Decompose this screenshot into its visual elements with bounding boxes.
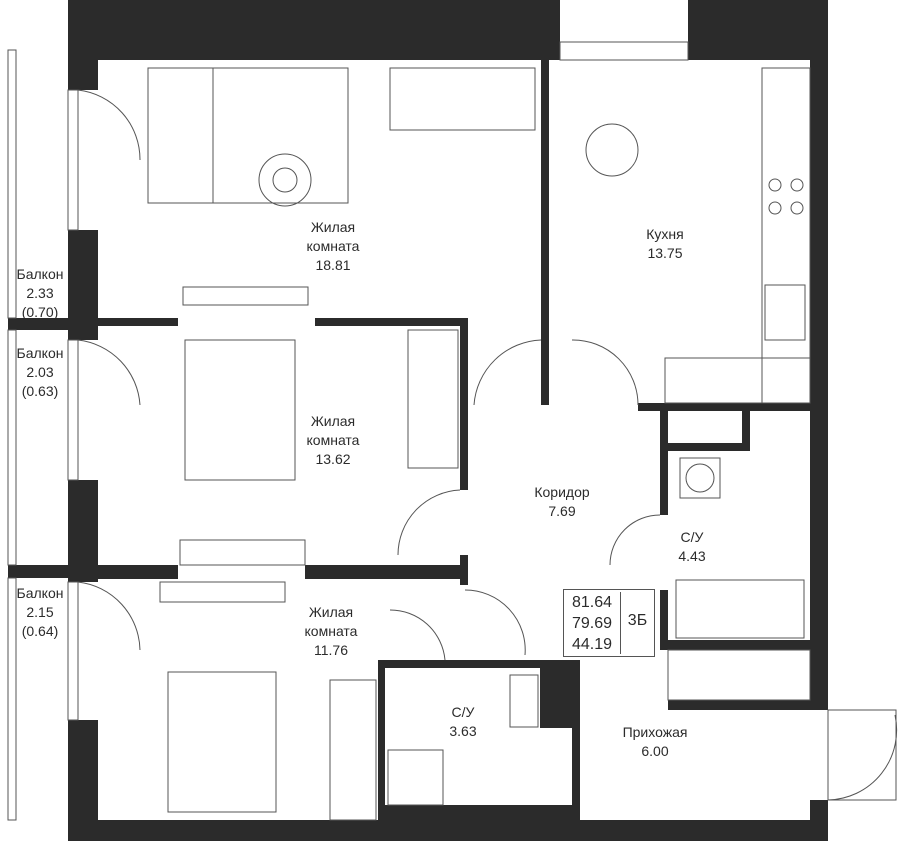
- area-without-balconies: 79.69: [571, 615, 613, 632]
- apartment-summary: 81.64 79.69 44.19 3Б: [563, 589, 655, 657]
- fixtures: [7, 41, 898, 821]
- total-area: 81.64: [571, 594, 613, 611]
- living-area: 44.19: [571, 636, 613, 653]
- walls: [8, 0, 828, 841]
- apartment-type: 3Б: [627, 612, 648, 629]
